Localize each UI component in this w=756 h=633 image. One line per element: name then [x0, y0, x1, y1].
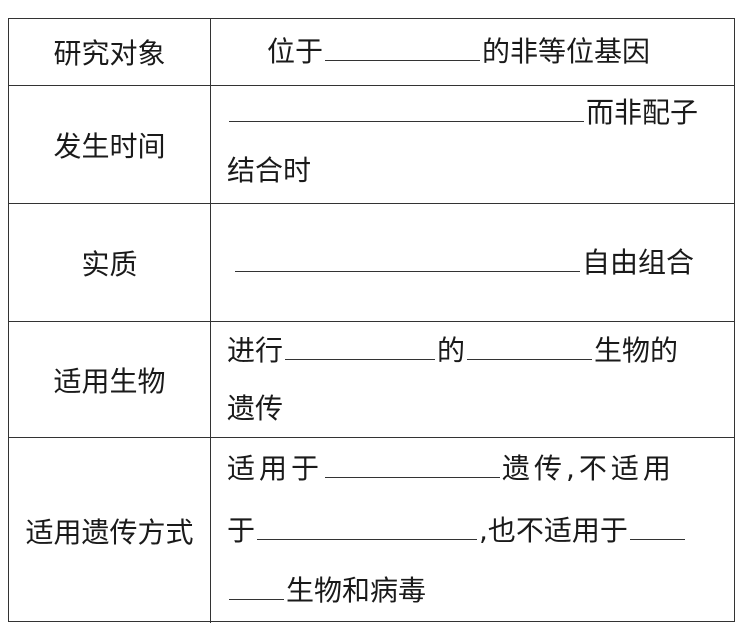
row-content: 进行 的 生物的 遗传 [211, 322, 734, 437]
table-row: 适用生物 进行 的 生物的 遗传 [9, 321, 734, 437]
row-label: 实质 [9, 204, 211, 321]
content-line: 进行 的 生物的 [227, 334, 678, 368]
table-row: 实质 自由组合 [9, 203, 734, 321]
table-row: 研究对象 位于 的非等位基因 [9, 19, 734, 85]
text-segment: 生物和病毒 [286, 574, 427, 607]
row-label: 适用遗传方式 [9, 438, 211, 623]
content-line: 自由组合 [233, 246, 694, 280]
text-segment: 位于 [267, 35, 324, 68]
fill-blank[interactable] [235, 270, 580, 272]
text-segment: 的非等位基因 [482, 35, 651, 68]
text-segment: 进行 [227, 334, 284, 367]
content-line: 于 ,也不适用于 [227, 514, 687, 548]
fill-blank[interactable] [467, 358, 593, 360]
row-label: 发生时间 [9, 86, 211, 203]
row-content: 位于 的非等位基因 [211, 19, 734, 85]
fill-blank[interactable] [229, 598, 284, 600]
fill-blank[interactable] [629, 538, 685, 540]
row-label: 适用生物 [9, 322, 211, 437]
row-content: 适用于 遗传,不适用 于 ,也不适用于 生物和病毒 [211, 438, 734, 623]
text-segment: ,也不适用于 [479, 514, 628, 547]
content-line: 遗传 [227, 392, 284, 425]
text-segment: 生物的 [594, 334, 679, 367]
knowledge-table: 研究对象 位于 的非等位基因 发生时间 而非配子 结合时 实质 自由组合 适用生物 [8, 18, 735, 623]
content-line: 位于 的非等位基因 [267, 35, 650, 69]
row-content: 自由组合 [211, 204, 734, 321]
table-row: 发生时间 而非配子 结合时 [9, 85, 734, 203]
content-line: 而非配子 [227, 96, 698, 130]
text-segment: 的 [437, 334, 466, 367]
fill-blank[interactable] [257, 538, 478, 540]
fill-blank[interactable] [325, 59, 481, 61]
content-line: 生物和病毒 [227, 574, 426, 608]
fill-blank[interactable] [325, 476, 501, 478]
row-content: 而非配子 结合时 [211, 86, 734, 203]
text-segment: 遗传,不适用 [502, 452, 675, 485]
fill-blank[interactable] [285, 358, 436, 360]
content-line: 适用于 遗传,不适用 [227, 452, 675, 486]
table-row: 适用遗传方式 适用于 遗传,不适用 于 ,也不适用于 生物和病毒 [9, 437, 734, 623]
row-label: 研究对象 [9, 19, 211, 85]
content-line: 结合时 [227, 154, 312, 187]
text-segment: 于 [227, 514, 256, 547]
text-segment: 自由组合 [582, 246, 695, 279]
text-segment: 适用于 [227, 452, 324, 485]
text-segment: 而非配子 [586, 96, 699, 129]
fill-blank[interactable] [229, 120, 584, 122]
